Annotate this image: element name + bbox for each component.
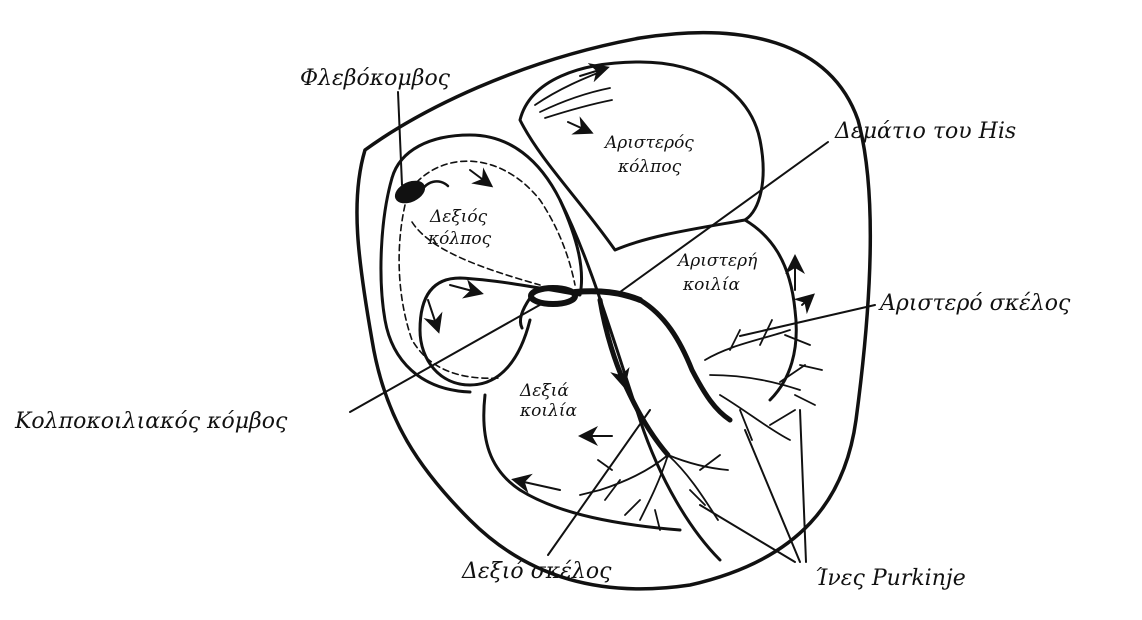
flow-arrow (515, 480, 560, 490)
left-ventricle-wall (745, 220, 796, 400)
flow-arrow (470, 170, 490, 185)
av-node (531, 288, 575, 304)
right-ventricle-label-line2: κοιλία (519, 401, 577, 421)
sa-node-label: Φλεβόκομβος (300, 66, 451, 91)
his-bundle-label: Δεμάτιο του His (834, 119, 1016, 144)
flow-arrow (450, 285, 480, 293)
leader-right-bundle (548, 410, 650, 555)
flow-arrow (428, 300, 438, 330)
flow-arrow (802, 296, 812, 305)
flow-arrow (568, 122, 590, 132)
leader-left-bundle (740, 305, 875, 336)
left-bundle-branch (640, 300, 730, 420)
left-atrium-wall (520, 62, 763, 250)
purkinje-label: Ίνες Purkinje (815, 566, 966, 591)
heart-outline (357, 33, 870, 589)
leader-sa-node (398, 92, 402, 185)
right-atrium-wall (392, 135, 582, 385)
right-atrium-label-line1: Δεξιός (429, 207, 488, 227)
right-ventricle-wall (484, 395, 680, 530)
leader-purkinje-3 (800, 410, 806, 562)
sa-node (391, 176, 428, 208)
purkinje-fibers-left (705, 320, 822, 440)
sa-node-swirl (420, 181, 448, 195)
av-node-label: Κολποκοιλιακός κόμβος (14, 409, 288, 434)
his-bundle (575, 291, 640, 300)
left-bundle-label: Αριστερό σκέλος (878, 291, 1071, 316)
right-bundle-label: Δεξιό σκέλος (461, 559, 612, 584)
left-ventricle-label-line1: Αριστερή (676, 251, 758, 271)
leader-purkinje-2 (745, 430, 800, 562)
right-ventricle-label-line1: Δεξιά (519, 381, 569, 401)
left-atrium-label-line1: Αριστερός (603, 133, 694, 153)
pulmonary-veins (535, 70, 612, 118)
right-atrium-label-line2: κόλπος (427, 229, 492, 249)
left-ventricle-label-line2: κοιλία (682, 275, 740, 295)
left-atrium-label-line2: κόλπος (617, 157, 682, 177)
